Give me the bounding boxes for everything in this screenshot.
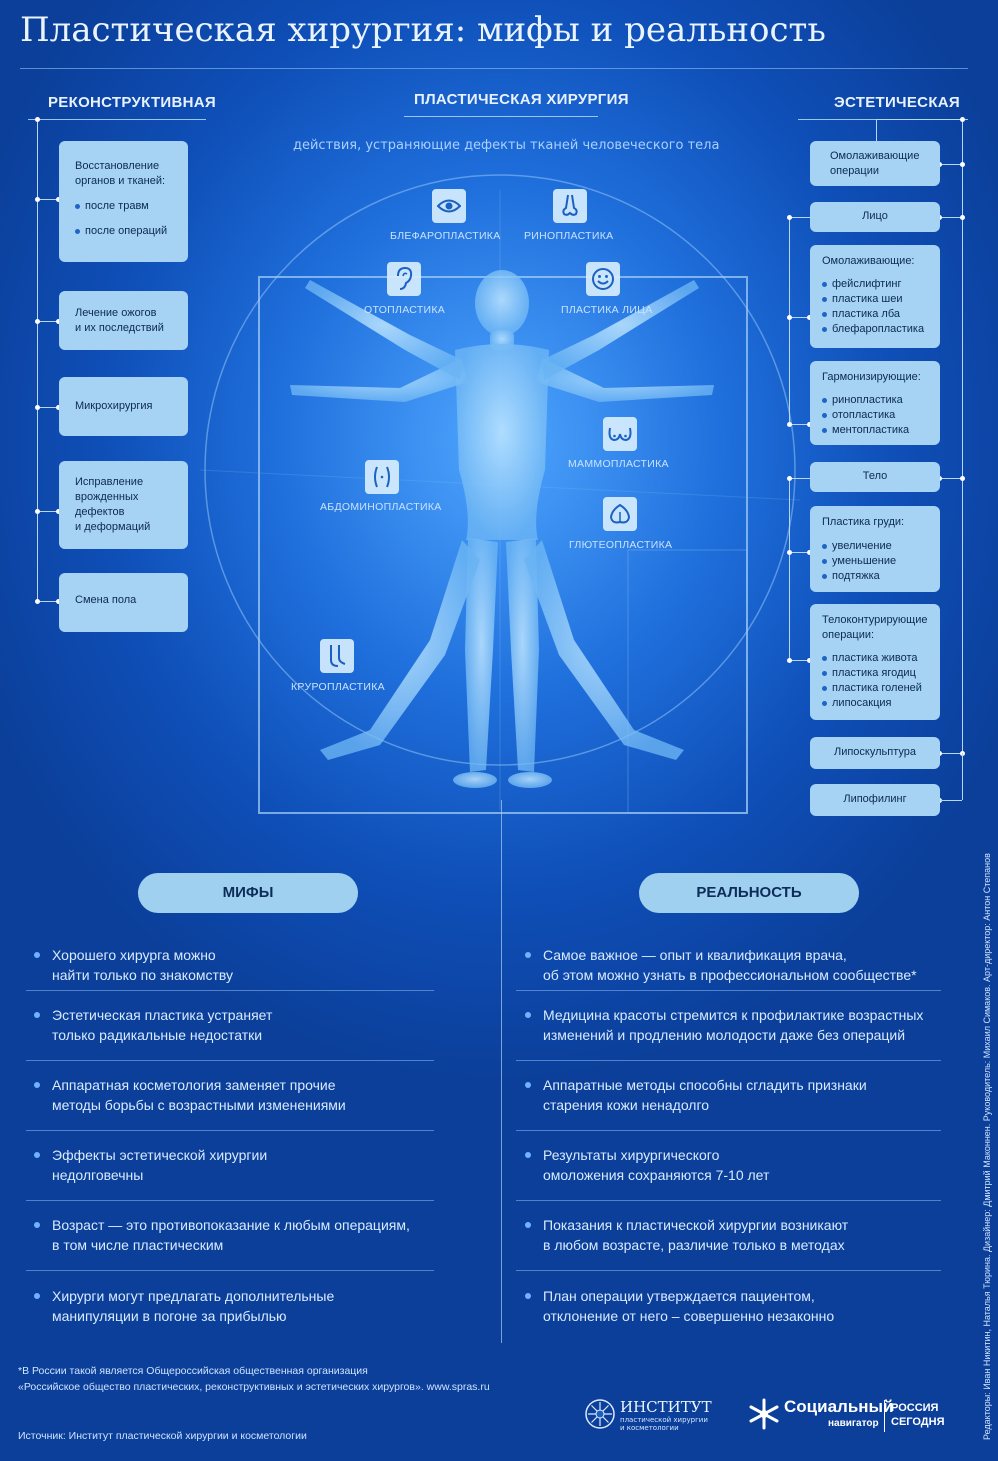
label-gluteoplasty: ГЛЮТЕОПЛАСТИКА <box>569 539 673 551</box>
credits-vertical: Редакторы: Иван Никитин, Наталья Тюрина.… <box>982 853 992 1440</box>
list-item: пластика голеней <box>822 681 928 696</box>
list-item: липосакция <box>822 696 928 711</box>
reality-item: Самое важное — опыт и квалификация врача… <box>525 945 917 985</box>
snowflake-icon <box>749 1398 779 1430</box>
myth-item: Возраст — это противопоказание к любым о… <box>34 1215 410 1255</box>
header-reconstructive: РЕКОНСТРУКТИВНАЯ <box>48 94 216 111</box>
nose-icon <box>553 189 587 223</box>
social-navigator-logo: Социальный навигатор <box>748 1396 894 1434</box>
abdomen-icon <box>365 460 399 494</box>
list-item: пластика живота <box>822 651 928 666</box>
legs-icon <box>320 639 354 673</box>
list-item: пластика шеи <box>822 292 928 307</box>
vitruvian-circle <box>204 174 796 766</box>
footnote-line-2: «Российское общество пластических, рекон… <box>18 1381 490 1393</box>
reality-item: Медицина красоты стремится к профилактик… <box>525 1005 923 1045</box>
breast-icon <box>603 417 637 451</box>
buttocks-icon <box>603 497 637 531</box>
list-item: пластика ягодиц <box>822 666 928 681</box>
list-item: уменьшение <box>822 554 928 569</box>
center-divider <box>501 800 502 1343</box>
aesthetic-body-box: Тело <box>810 462 940 492</box>
header-aesthetic: ЭСТЕТИЧЕСКАЯ <box>834 94 960 111</box>
ear-icon <box>387 262 421 296</box>
lipofilling-box: Липофилинг <box>810 784 940 816</box>
myths-header: МИФЫ <box>138 873 358 913</box>
page-title: Пластическая хирургия: мифы и реальность <box>20 10 826 50</box>
label-otoplasty: ОТОПЛАСТИКА <box>364 304 446 316</box>
face-rejuvenating-box: Омолаживающие: фейслифтинг пластика шеи … <box>810 245 940 348</box>
source-note: Источник: Институт пластической хирургии… <box>18 1430 307 1442</box>
right-connector-line <box>962 119 963 753</box>
breast-plasty-box: Пластика груди: увеличение уменьшение по… <box>810 506 940 592</box>
aesthetic-rejuvenating-box: Омолаживающие операции <box>810 141 940 186</box>
reality-item: Показания к пластической хирургии возник… <box>525 1215 848 1255</box>
institute-emblem-icon <box>585 1399 615 1429</box>
reality-item: Аппаратные методы способны сгладить приз… <box>525 1075 867 1115</box>
reconstructive-burns-box: Лечение ожогов и их последствий <box>59 291 188 350</box>
list-item: подтяжка <box>822 569 928 584</box>
reconstructive-micro-box: Микрохирургия <box>59 377 188 436</box>
reconstructive-congenital-box: Исправление врожденных дефектов и деформ… <box>59 461 188 549</box>
reality-item: План операции утверждается пациентом,отк… <box>525 1286 834 1326</box>
smiley-face-icon <box>586 262 620 296</box>
label-rhinoplasty: РИНОПЛАСТИКА <box>524 230 614 242</box>
reconstructive-restore-box: Восстановление органов и тканей: после т… <box>59 141 188 262</box>
label-abdominoplasty: АБДОМИНОПЛАСТИКА <box>320 501 442 513</box>
eye-icon <box>432 189 466 223</box>
label-mammoplasty: МАММОПЛАСТИКА <box>568 458 669 470</box>
aesthetic-face-box: Лицо <box>810 202 940 232</box>
institute-logo: ИНСТИТУТ пластической хирургии и космето… <box>584 1398 724 1434</box>
list-item: после травм <box>75 199 172 214</box>
list-item: отопластика <box>822 408 928 423</box>
reconstructive-gender-box: Смена пола <box>59 573 188 632</box>
header-left-underline <box>28 119 206 120</box>
label-face-plasty: ПЛАСТИКА ЛИЦА <box>561 304 653 316</box>
definition-subtitle: действия, устраняющие дефекты тканей чел… <box>293 138 720 153</box>
footnote-line-1: *В России такой является Общероссийская … <box>18 1365 368 1377</box>
list-item: увеличение <box>822 539 928 554</box>
list-item: ментопластика <box>822 423 928 438</box>
header-center-underline <box>404 116 598 117</box>
label-cruroplasty: КРУРОПЛАСТИКА <box>291 681 385 693</box>
title-divider <box>20 68 968 69</box>
vitruvian-figure-illustration <box>200 174 800 814</box>
list-item: после операций <box>75 224 172 239</box>
body-contouring-box: Телоконтурирующие операции: пластика жив… <box>810 604 940 720</box>
list-item: ринопластика <box>822 393 928 408</box>
list-item: пластика лба <box>822 307 928 322</box>
face-harmonizing-box: Гармонизирующие: ринопластика отопластик… <box>810 361 940 445</box>
label-blepharoplasty: БЛЕФАРОПЛАСТИКА <box>390 230 501 242</box>
liposculpture-box: Липоскульптура <box>810 737 940 769</box>
reality-header: РЕАЛЬНОСТЬ <box>639 873 859 913</box>
list-item: блефаропластика <box>822 322 928 337</box>
left-connector-line <box>37 119 38 602</box>
list-item: фейслифтинг <box>822 277 928 292</box>
russia-today-logo: РОССИЯ СЕГОДНЯ <box>891 1402 945 1428</box>
header-plastic-surgery: ПЛАСТИЧЕСКАЯ ХИРУРГИЯ <box>414 91 629 108</box>
